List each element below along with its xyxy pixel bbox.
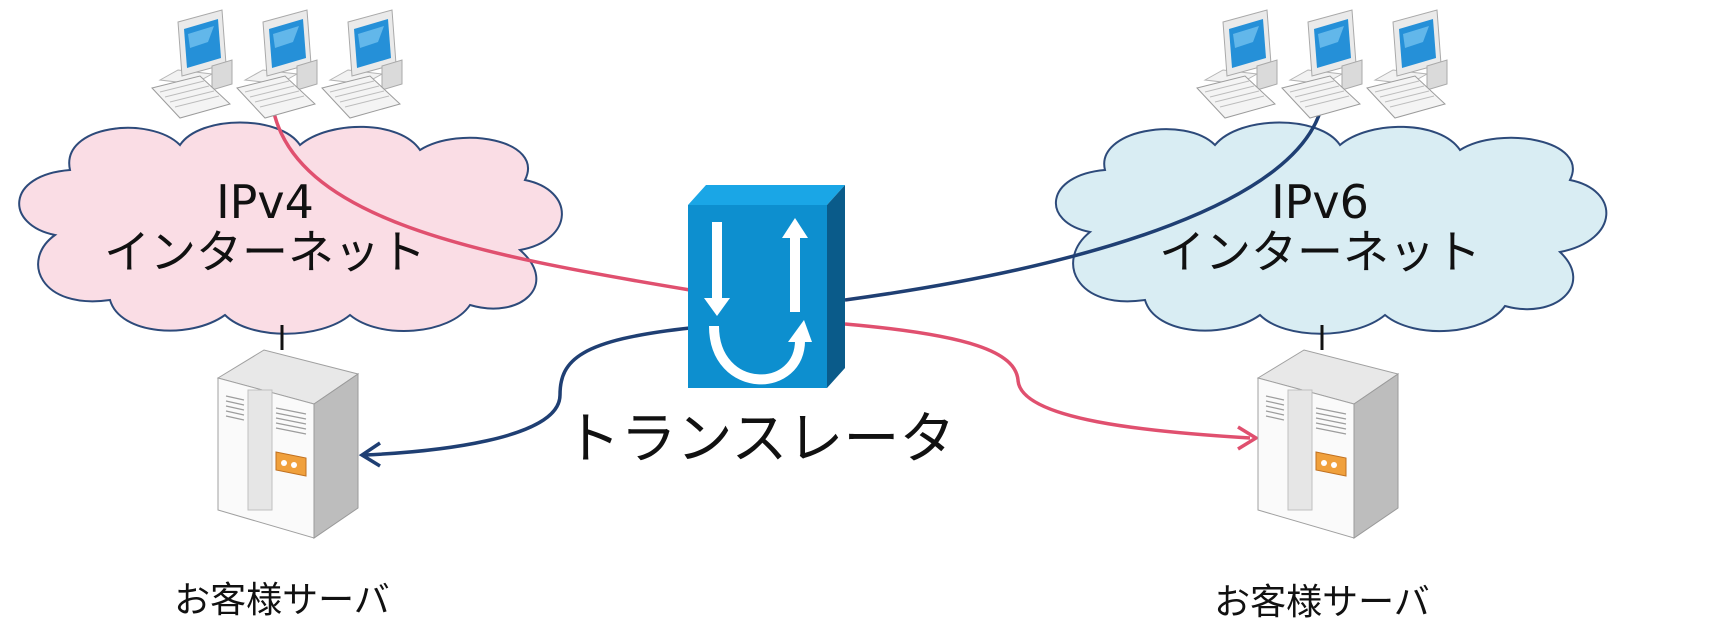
cloud-icon [1054,121,1608,335]
ipv6-cloud: IPv6 インターネット [1054,121,1608,335]
pc-icon [151,9,233,119]
ipv4-cloud-subtitle: インターネット [104,225,426,279]
pc-icon [1366,9,1448,119]
ipv4-to-right-server-path [844,322,1251,440]
ipv6-cloud-title: IPv6 [1271,175,1369,229]
right-server-label: お客様サーバ [1214,582,1430,619]
ipv4-cloud: IPv4 インターネット [18,121,563,335]
left-server-label: お客様サーバ [174,580,390,619]
ipv6-client-group [1196,9,1448,119]
ipv4-client-group [151,9,403,119]
ipv6-to-left-server-path [364,326,691,457]
translator-icon [688,185,845,388]
ipv6-cloud-subtitle: インターネット [1159,225,1481,279]
pc-icon [236,9,318,119]
server-icon [1257,349,1399,539]
ipv6-client-path [844,104,1324,302]
pc-icon [1196,9,1278,119]
ipv4-cloud-title: IPv4 [216,175,314,229]
arrowhead-left-server [358,441,381,468]
ipv4-client-path [270,102,691,292]
cloud-icon [18,121,563,335]
server-icon [217,349,359,539]
arrowhead-right-server [1237,425,1260,451]
translator-label: トランスレータ [565,407,956,472]
pc-icon [321,9,403,119]
pc-icon [1281,9,1363,119]
